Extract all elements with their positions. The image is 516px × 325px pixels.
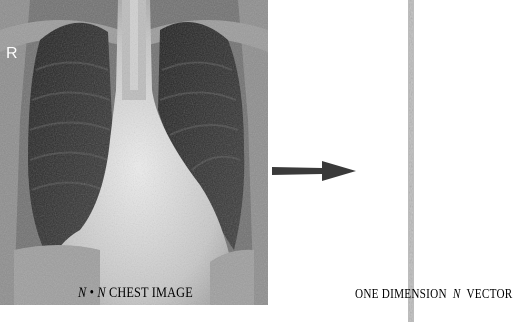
vector-caption: ONE DIMENSION N VECTOR [355, 287, 513, 303]
vector-caption-prefix: ONE DIMENSION [355, 287, 447, 302]
caption-n2: N [97, 285, 105, 301]
vector-caption-n: N [453, 287, 461, 302]
image-caption: N • N CHEST IMAGE [78, 285, 193, 302]
vector-strip [404, 0, 418, 322]
caption-times: • [90, 285, 94, 301]
caption-label: CHEST IMAGE [109, 285, 193, 301]
r-marker: R [6, 45, 18, 62]
right-arrow-icon [270, 160, 358, 182]
chest-xray-image: R [0, 0, 268, 305]
vector-caption-suffix: VECTOR [466, 287, 512, 302]
caption-n1: N [78, 285, 86, 301]
